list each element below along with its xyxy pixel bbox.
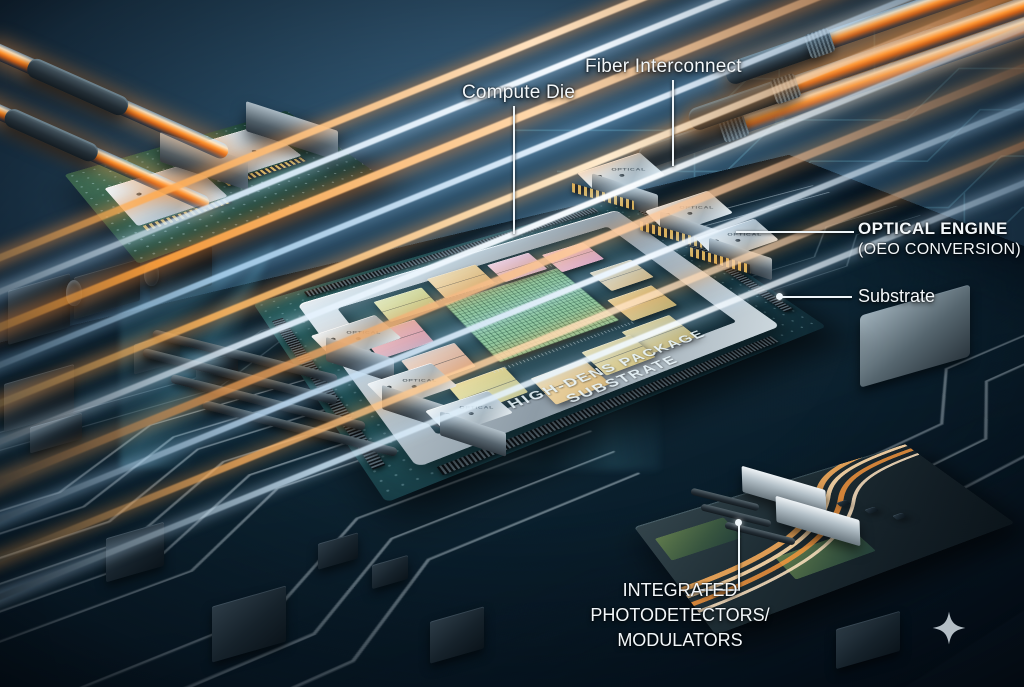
capacitor xyxy=(144,262,159,286)
label-photodetectors: INTEGRATED PHOTODETECTORS/ MODULATORS xyxy=(575,578,785,653)
label-substrate: Substrate xyxy=(858,286,936,306)
label-compute-die: Compute Die xyxy=(462,82,576,103)
leader-dot-photodetectors xyxy=(735,519,742,526)
label-fiber-interconnect: Fiber Interconnect xyxy=(585,56,742,77)
capacitor xyxy=(66,280,82,306)
label-photodetectors-line1: INTEGRATED xyxy=(622,580,738,600)
fiber-cable-float-1 xyxy=(0,40,231,162)
label-optical-engine: OPTICAL ENGINE xyxy=(858,219,1008,238)
leader-dot-substrate xyxy=(776,293,783,300)
label-photodetectors-line3: MODULATORS xyxy=(617,630,743,650)
leader-line-substrate xyxy=(780,296,852,298)
leader-line-photodetectors-v xyxy=(738,522,740,590)
leader-line-fiber-interconnect xyxy=(672,80,674,166)
label-optical-engine-sub: (OEO CONVERSION) xyxy=(858,241,1022,258)
leader-line-photodetectors-h xyxy=(700,589,740,591)
leader-line-optical-engine xyxy=(736,231,854,233)
label-photodetectors-line2: PHOTODETECTORS/ xyxy=(590,605,770,625)
leader-line-compute-die xyxy=(513,106,515,234)
